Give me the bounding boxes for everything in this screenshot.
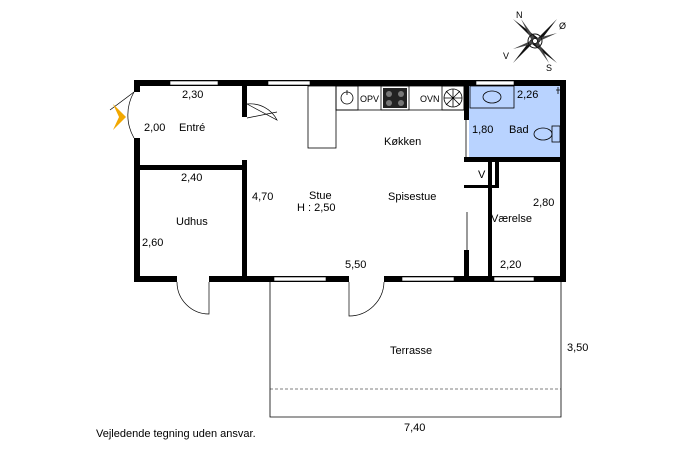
dim-bad-width: 2,26 bbox=[517, 89, 538, 101]
room-stue: Stue bbox=[309, 190, 332, 202]
interior-walls bbox=[134, 80, 562, 280]
room-udhus: Udhus bbox=[176, 216, 208, 228]
stue-door bbox=[348, 275, 385, 317]
entre-door bbox=[240, 103, 278, 160]
dim-udhus-depth: 2,60 bbox=[142, 237, 163, 249]
disclaimer-text: Vejledende tegning uden ansvar. bbox=[96, 428, 256, 440]
compass-o-label: Ø bbox=[559, 21, 566, 31]
dim-main-width: 5,50 bbox=[345, 259, 366, 271]
dim-vaerelse-width: 2,20 bbox=[500, 259, 521, 271]
dim-terrasse-depth: 3,50 bbox=[567, 342, 588, 354]
compass-n-label: N bbox=[516, 10, 523, 20]
dim-vaerelse-depth: 2,80 bbox=[533, 197, 554, 209]
room-spisestue: Spisestue bbox=[388, 191, 436, 203]
kitchen-counter bbox=[307, 85, 465, 149]
compass-s-label: S bbox=[546, 63, 552, 73]
windows-top bbox=[169, 80, 515, 86]
dim-bad-depth: 1,80 bbox=[472, 124, 493, 136]
terrace-outline bbox=[269, 282, 562, 418]
bathroom-floor bbox=[469, 86, 561, 157]
entrance-arrow-icon bbox=[113, 104, 126, 130]
room-kokken: Køkken bbox=[384, 136, 421, 148]
entrance-door bbox=[109, 91, 141, 139]
dim-udhus-width: 2,40 bbox=[181, 172, 202, 184]
dim-entre-depth: 2,00 bbox=[144, 122, 165, 134]
bathroom-fixtures bbox=[469, 85, 561, 143]
room-terrasse: Terrasse bbox=[390, 345, 432, 357]
dim-terrasse-width: 7,40 bbox=[404, 422, 425, 434]
compass-rose-icon bbox=[513, 19, 557, 63]
ovn-label: OVN bbox=[420, 94, 440, 104]
dim-entre-width: 2,30 bbox=[182, 89, 203, 101]
fixture-v: V bbox=[478, 169, 486, 181]
room-entre: Entré bbox=[179, 122, 205, 134]
udhus-door bbox=[176, 275, 210, 315]
room-stue-height: H : 2,50 bbox=[297, 202, 336, 214]
room-bad: Bad bbox=[509, 124, 529, 136]
windows-bottom bbox=[273, 276, 535, 282]
dim-stue-depth: 4,70 bbox=[252, 191, 273, 203]
room-vaerelse: Værelse bbox=[491, 213, 532, 225]
opv-label: OPV bbox=[360, 94, 379, 104]
compass-v-label: V bbox=[503, 51, 509, 61]
